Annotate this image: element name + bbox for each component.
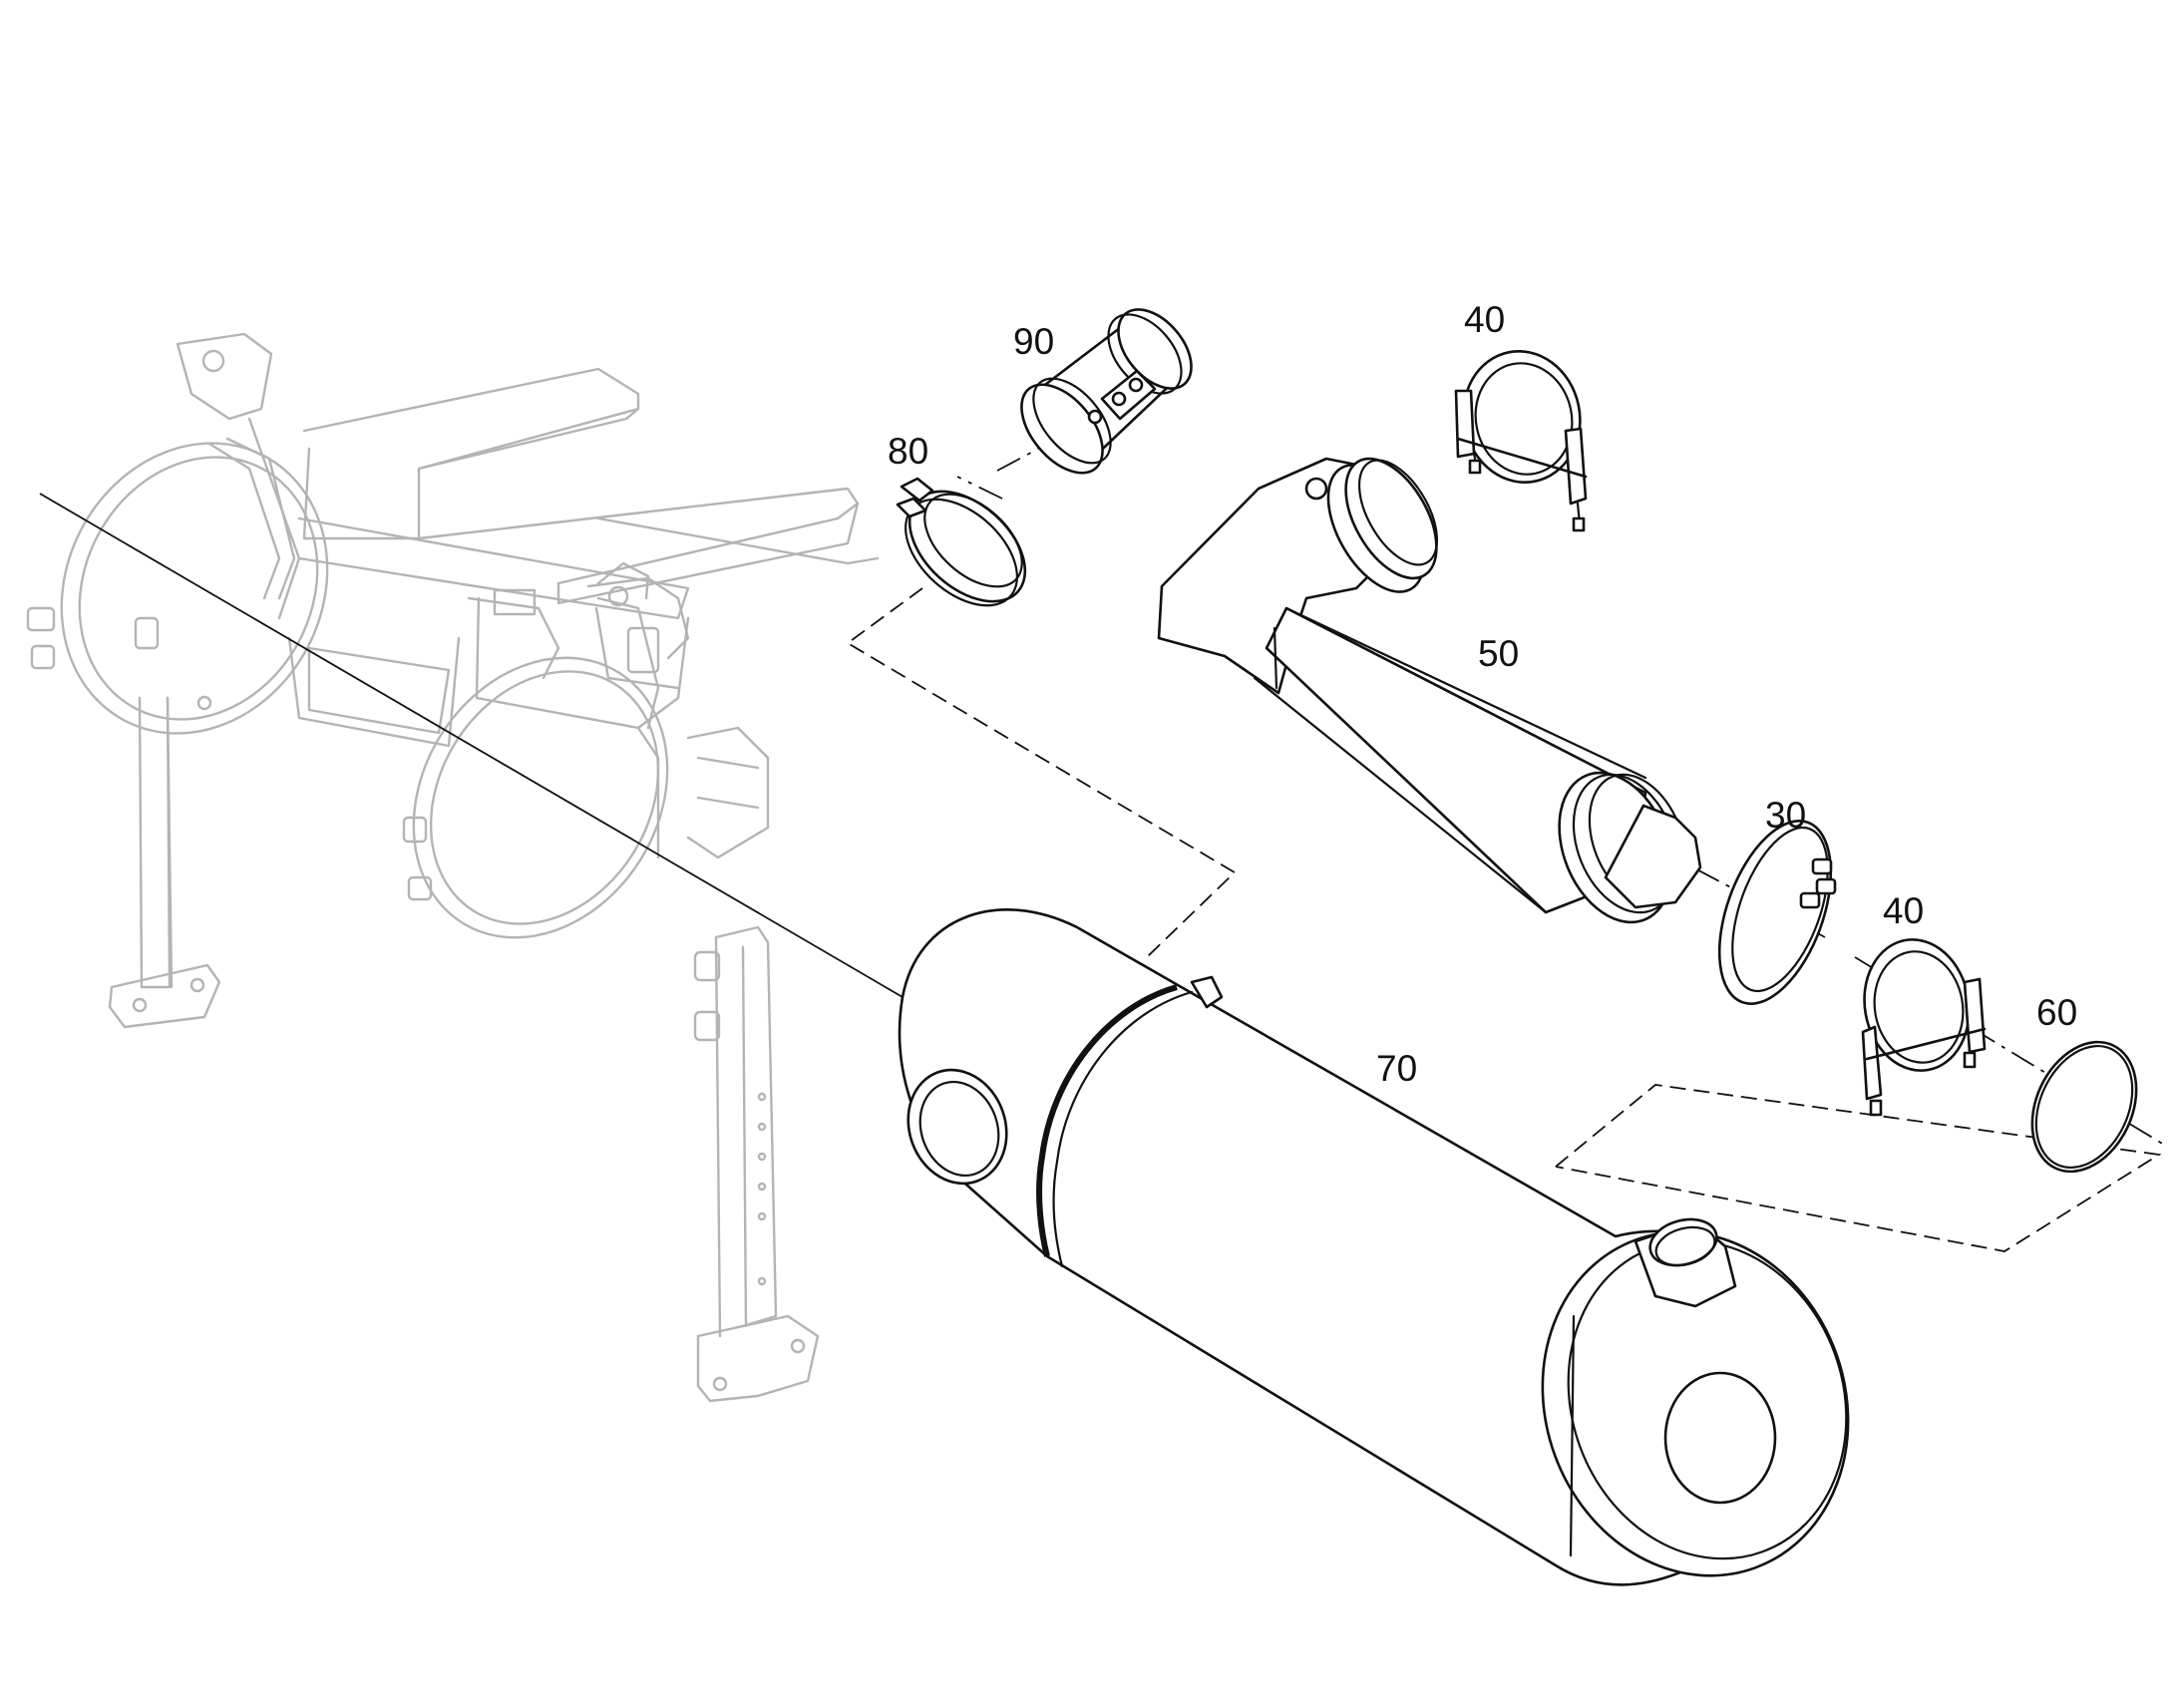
callout-40-lower: 40 (1883, 890, 1924, 931)
callout-labels: 90 80 40 50 30 40 60 70 (888, 299, 2077, 1089)
callout-40-upper: 40 (1464, 299, 1505, 340)
part-40-lower-bracket (1861, 938, 1987, 1117)
mounting-frame (26, 332, 880, 1403)
part-30-vband-clamp (1717, 820, 1837, 1005)
callout-90: 90 (1013, 321, 1054, 362)
callout-70: 70 (1376, 1048, 1417, 1089)
part-40-upper-bracket (1454, 350, 1588, 532)
callout-80: 80 (888, 431, 928, 472)
callout-30: 30 (1765, 795, 1806, 836)
callout-50: 50 (1478, 633, 1519, 674)
part-80-clamp (896, 477, 1027, 607)
part-90-sleeve (1020, 308, 1193, 475)
part-50-elbow-pipe (1157, 457, 1702, 924)
part-70-canister (898, 908, 1850, 1586)
callout-60: 60 (2036, 992, 2077, 1033)
part-60-ring (2030, 1040, 2138, 1174)
